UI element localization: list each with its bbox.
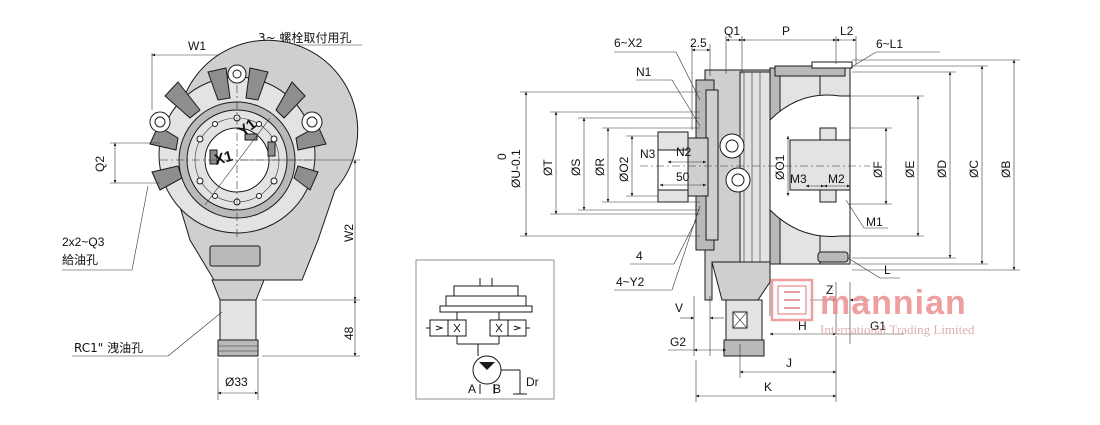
dim-m2: M2 xyxy=(828,172,845,186)
watermark-subtitle: International Trading Limited xyxy=(820,322,975,337)
dim-u-top: 0 xyxy=(495,153,509,160)
dim-o2: ØO2 xyxy=(617,156,631,182)
front-view: W1 3~ 螺栓取付用孔 xyxy=(62,30,362,400)
side-view: 2.5 Q1 P L2 6~X2 6~L1 N1 0 ØU-0.1 ØT xyxy=(495,24,1020,402)
rotor-bolt-holes xyxy=(196,114,278,206)
watermark-brand: mannian xyxy=(820,284,967,322)
rib-pattern xyxy=(149,67,327,191)
dim-u: ØU-0.1 xyxy=(509,149,523,188)
dim-s: ØS xyxy=(569,159,583,176)
dim-c: ØC xyxy=(967,160,981,178)
dim-n3: N3 xyxy=(640,147,656,161)
dim-b: ØB xyxy=(999,161,1013,178)
label-6-l1: 6~L1 xyxy=(876,37,903,51)
dim-l2: L2 xyxy=(840,24,854,38)
label-supply-port-desc: 給油孔 xyxy=(62,253,98,267)
dim-o1: ØO1 xyxy=(773,154,787,180)
dim-n2: N2 xyxy=(676,145,692,159)
label-6-x2: 6~X2 xyxy=(614,36,643,50)
dim-e: ØE xyxy=(903,161,917,178)
label-l: L xyxy=(884,263,891,277)
dim-r: ØR xyxy=(593,158,607,176)
dim-p: P xyxy=(782,24,790,38)
dim-dia33: Ø33 xyxy=(225,375,248,389)
port-dr: Dr xyxy=(526,375,539,389)
dim-m3: M3 xyxy=(790,172,807,186)
label-drain-port: RC1" 洩油孔 xyxy=(74,341,143,355)
dim-w1: W1 xyxy=(188,39,206,53)
dim-g2: G2 xyxy=(670,335,686,349)
label-x1: X1 xyxy=(213,148,235,169)
dim-w2: W2 xyxy=(342,224,356,242)
dim-q2: Q2 xyxy=(93,156,107,172)
dim-d: ØD xyxy=(935,160,949,178)
label-supply-port: 2x2~Q3 xyxy=(62,235,105,249)
dim-q1: Q1 xyxy=(724,24,740,38)
hydraulic-schematic: A B Dr xyxy=(415,259,555,400)
watermark: mannian International Trading Limited xyxy=(770,278,975,337)
dim-j: J xyxy=(786,356,792,370)
dim-v: V xyxy=(675,301,683,315)
label-4: 4 xyxy=(636,249,643,263)
port-b: B xyxy=(493,382,501,396)
label-n1: N1 xyxy=(636,65,652,79)
port-a: A xyxy=(468,382,476,396)
dim-h: H xyxy=(798,319,807,333)
dim-t: ØT xyxy=(541,159,555,176)
dim-50: 50 xyxy=(676,170,690,184)
dim-48: 48 xyxy=(342,326,356,340)
label-4-y2: 4~Y2 xyxy=(616,275,645,289)
dim-g1: G1 xyxy=(870,319,886,333)
dim-f: ØF xyxy=(871,161,885,178)
label-m1: M1 xyxy=(866,215,883,229)
dim-z: Z xyxy=(826,283,833,297)
dim-k: K xyxy=(764,380,772,394)
dim-2-5: 2.5 xyxy=(690,36,707,50)
